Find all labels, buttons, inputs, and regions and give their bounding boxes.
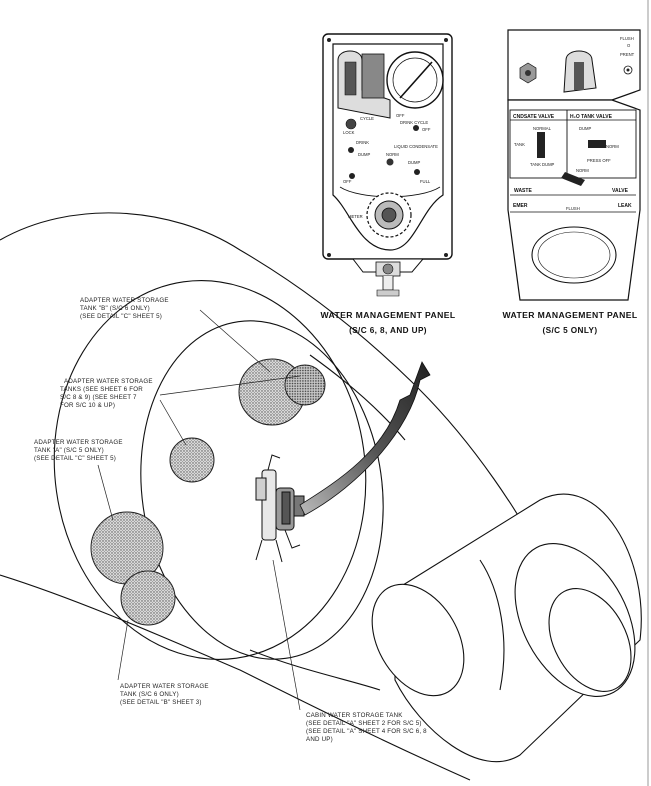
callout-tank-b-line2: TANK "B" (S/C 6 ONLY) — [80, 305, 150, 312]
label-dump: DUMP — [579, 126, 592, 131]
callout-tank-b: ADAPTER WATER STORAGE TANK "B" (S/C 6 ON… — [80, 297, 169, 320]
label-dump-left: DUMP — [358, 152, 371, 157]
callout-tank-a-line1: ADAPTER WATER STORAGE — [34, 439, 123, 446]
callout-tanks-multi-line4: FOR S/C 10 & UP) — [60, 402, 115, 409]
label-prent: PRENT — [620, 52, 635, 57]
callout-tanks-multi-line2: TANKS (SEE SHEET 6 FOR — [60, 386, 143, 393]
callout-tank-s6-line1: ADAPTER WATER STORAGE — [120, 683, 209, 690]
panel-sc5-caption-line2: (S/C 5 ONLY) — [543, 326, 598, 335]
callout-tank-a: ADAPTER WATER STORAGE TANK "A" (S/C 5 ON… — [34, 439, 123, 462]
callout-cabin-tank: CABIN WATER STORAGE TANK (SEE DETAIL "A"… — [306, 712, 427, 743]
label-norm: NORM — [386, 152, 399, 157]
label-full: FULL — [420, 179, 431, 184]
callout-tanks-multi: ADAPTER WATER STORAGE TANKS (SEE SHEET 6… — [60, 378, 153, 409]
panel-sc6-caption-line1: WATER MANAGEMENT PANEL — [321, 310, 456, 320]
label-lock: LOCK — [343, 130, 355, 135]
callout-tank-a-line3: (SEE DETAIL "C" SHEET 5) — [34, 455, 116, 462]
label-leak: LEAK — [618, 203, 632, 209]
storage-tanks — [90, 358, 326, 626]
label-drink: DRINK — [356, 140, 369, 145]
label-flush-top: FLUSH — [620, 36, 634, 41]
callout-tank-b-line3: (SEE DETAIL "C" SHEET 5) — [80, 313, 162, 320]
label-tank: TANK — [514, 142, 525, 147]
cabin-water-tank-assembly — [255, 454, 305, 563]
label-normal: NORMAL — [533, 126, 552, 131]
reentry-module — [371, 493, 642, 763]
label-off-bottom: OFF — [343, 179, 352, 184]
callout-tank-b-line1: ADAPTER WATER STORAGE — [80, 297, 169, 304]
callout-tank-s6-line2: TANK (S/C 6 ONLY) — [120, 691, 179, 698]
label-press-off: PRESS OFF — [587, 158, 611, 163]
label-norm-bottom: NORM — [576, 168, 589, 173]
callout-cabin-tank-line1: CABIN WATER STORAGE TANK — [306, 712, 403, 719]
label-meter: METER — [348, 214, 363, 219]
callout-cabin-tank-line4: AND UP) — [306, 736, 333, 743]
panel-sc5-caption-line1: WATER MANAGEMENT PANEL — [503, 310, 638, 320]
callout-tank-a-line2: TANK "A" (S/C 5 ONLY) — [34, 447, 104, 454]
label-cndsate-valve: CNDSATE VALVE — [513, 114, 555, 120]
callout-tank-s6: ADAPTER WATER STORAGE TANK (S/C 6 ONLY) … — [120, 683, 209, 706]
label-off-top: OFF — [396, 113, 405, 118]
label-norm-right: NORM — [606, 144, 619, 149]
adapter-tank-multi — [169, 437, 215, 483]
callout-tank-s6-line3: (SEE DETAIL "B" SHEET 3) — [120, 699, 202, 706]
label-waste: WASTE — [514, 188, 532, 194]
label-cycle: CYCLE — [360, 116, 374, 121]
water-management-panel-sc6: LOCK CYCLE OFF DRINK CYCLE OFF DRINK LIQ… — [321, 33, 456, 335]
label-off-right: OFF — [422, 127, 431, 132]
label-emer: EMER — [513, 203, 528, 209]
callout-tanks-multi-line1: ADAPTER WATER STORAGE — [64, 378, 153, 385]
label-valve: VALVE — [612, 188, 629, 194]
spacecraft-adapter — [0, 212, 561, 781]
leader-lines — [97, 309, 301, 711]
adapter-tank-b-overlap — [284, 364, 326, 406]
label-flush-bottom: FLUSH — [566, 206, 580, 211]
callout-cabin-tank-line2: (SEE DETAIL "A" SHEET 2 FOR S/C 5) — [306, 720, 422, 727]
callout-tanks-multi-line3: S/C 8 & 9) (SEE SHEET 7 — [60, 394, 137, 401]
label-h2o-tank-valve: H₂O TANK VALVE — [570, 114, 613, 120]
panel-sc6-caption-line2: (S/C 6, 8, AND UP) — [349, 326, 427, 335]
callout-cabin-tank-line3: (SEE DETAIL "A" SHEET 4 FOR S/C 6, 8 — [306, 728, 427, 735]
label-tank-dump: TANK DUMP — [530, 162, 555, 167]
direction-arrow — [299, 361, 431, 516]
label-dump-right: DUMP — [408, 160, 421, 165]
label-drink-cycle: DRINK CYCLE — [400, 120, 428, 125]
label-o: O — [627, 43, 631, 48]
adapter-tank-s6 — [120, 570, 176, 626]
water-management-panel-sc5: FLUSH O PRENT CNDSATE VALVE H₂O TANK VAL… — [503, 29, 641, 335]
label-liquid-condensate: LIQUID CONDENSATE — [394, 144, 438, 149]
